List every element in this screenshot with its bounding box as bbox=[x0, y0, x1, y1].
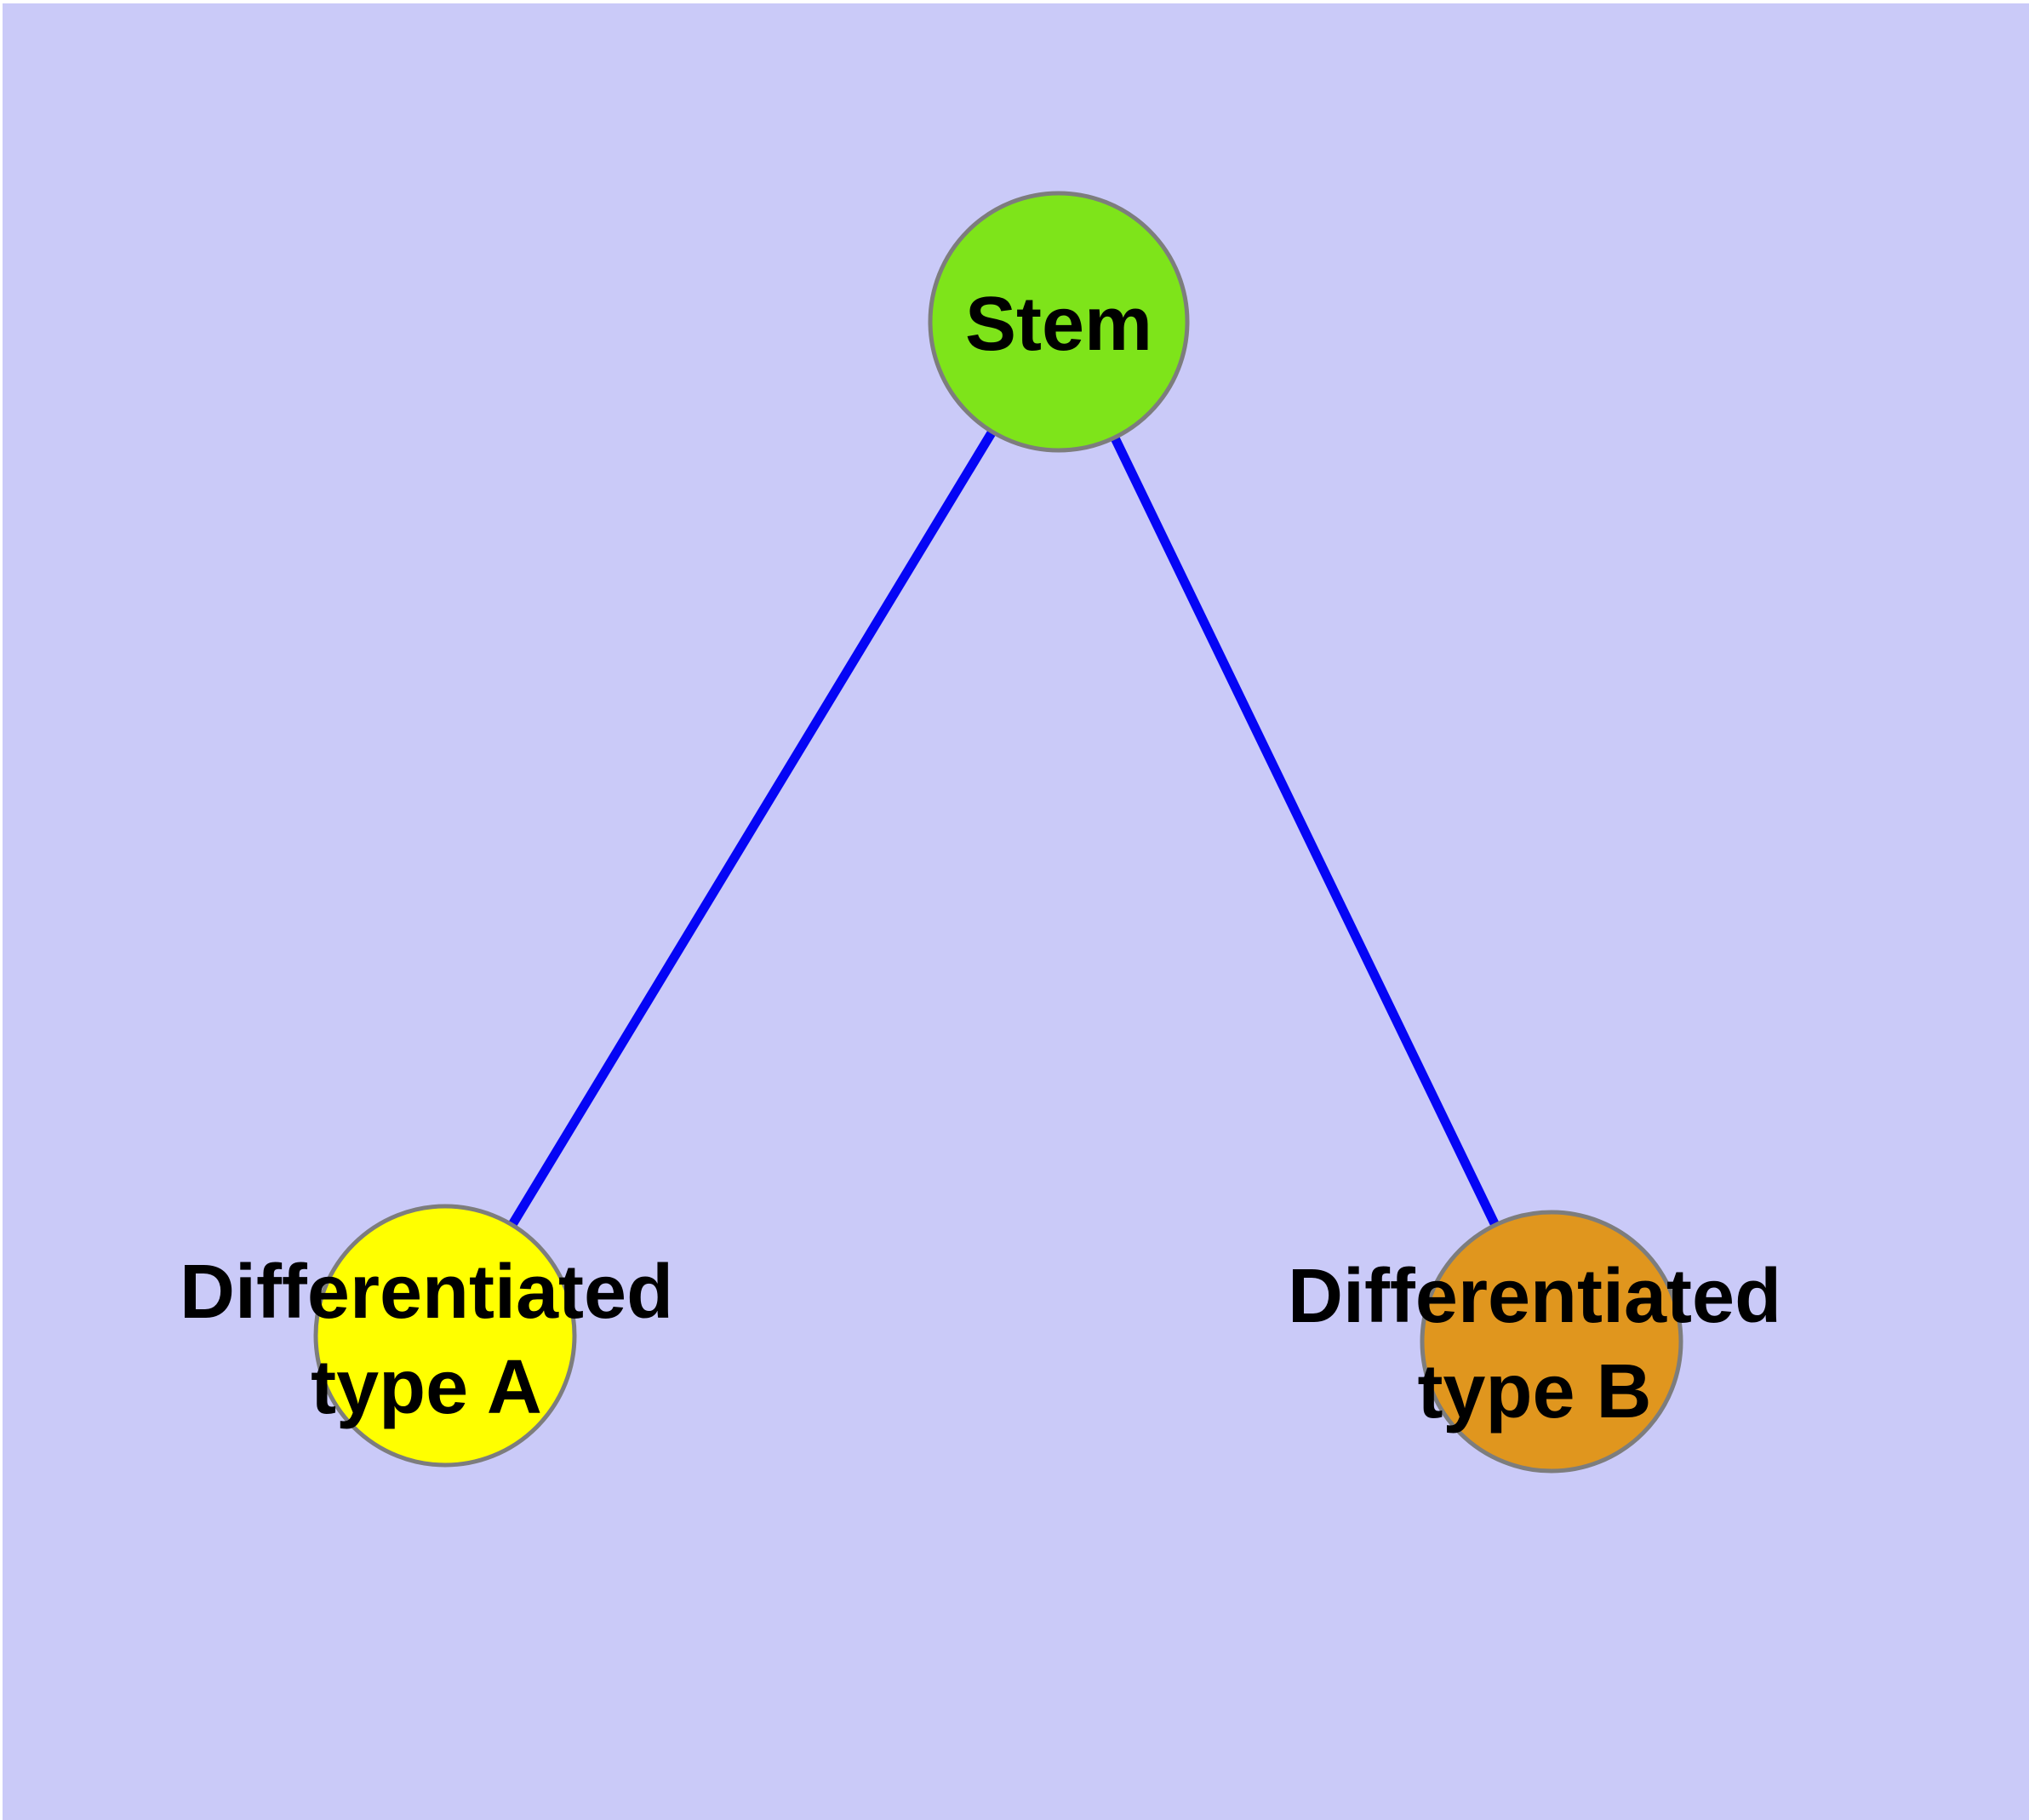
node-type-a-circle bbox=[313, 1204, 577, 1468]
edge-stem-to-type-a bbox=[441, 319, 1063, 1338]
node-stem-circle bbox=[928, 191, 1190, 453]
stem-differentiation-diagram bbox=[3, 3, 2029, 1820]
node-type-b-circle bbox=[1420, 1210, 1683, 1474]
edge-stem-to-type-b bbox=[1055, 319, 1556, 1344]
